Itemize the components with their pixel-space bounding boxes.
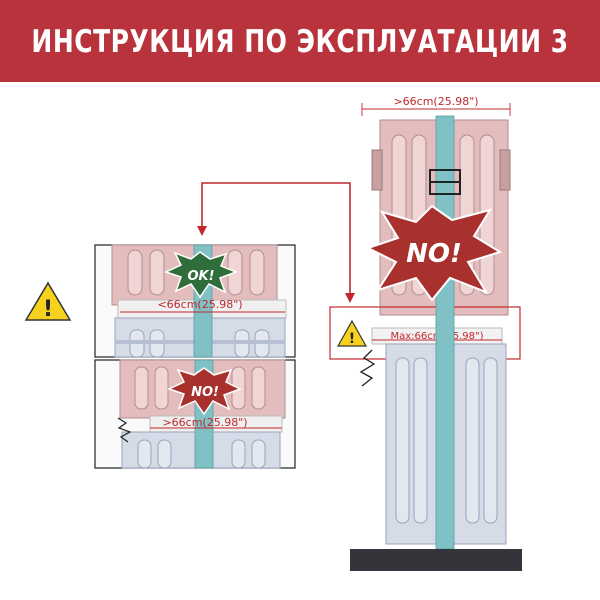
red-arrow	[197, 182, 355, 303]
page-title: ИНСТРУКЦИЯ ПО ЭКСПЛУАТАЦИИ 3	[31, 22, 569, 60]
right-top-dimension-label: >66cm(25.98")	[393, 95, 478, 108]
ok-burst-badge: OK!	[163, 251, 239, 299]
panel-ok: <66cm(25.98") OK!	[94, 244, 296, 358]
left-warning-icon: !	[24, 281, 72, 322]
no-burst-badge-large: NO!	[365, 204, 503, 302]
title-banner: ИНСТРУКЦИЯ ПО ЭКСПЛУАТАЦИИ 3	[0, 0, 600, 82]
ok-badge-text: OK!	[187, 269, 214, 284]
right-warning-mark: !	[349, 331, 355, 347]
no-dimension-label: >66cm(25.98")	[162, 416, 247, 429]
no-burst-badge-small: NO!	[166, 367, 242, 416]
panel-no: >66cm(25.98") NO!	[94, 359, 296, 469]
left-warning-mark: !	[43, 297, 53, 322]
ok-dimension-label: <66cm(25.98")	[157, 298, 242, 311]
right-stack: >66cm(25.98") Max:66cm(25.98")	[329, 95, 522, 571]
no-badge-small-text: NO!	[191, 385, 219, 400]
no-badge-large-text: NO!	[406, 239, 462, 269]
right-warning-icon: !	[336, 319, 368, 347]
